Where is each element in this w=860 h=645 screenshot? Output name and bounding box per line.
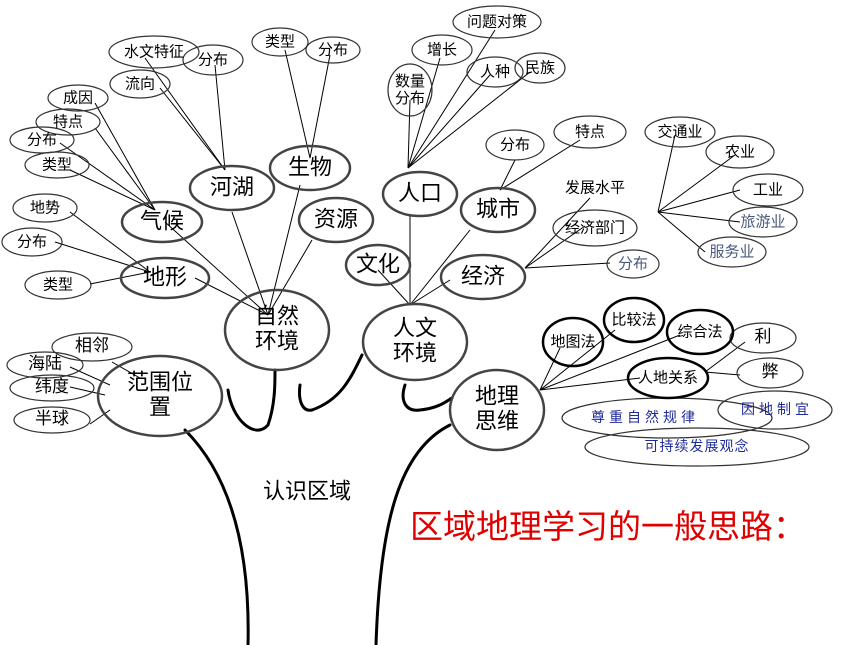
renkou-item-wenti: 问题对策	[466, 12, 528, 31]
page-title: 区域地理学习的一般思路：	[410, 507, 806, 547]
node-siwei: 地理思维	[474, 384, 519, 435]
renji-item-li: 利	[754, 327, 772, 348]
trunk-label: 认识区域	[262, 479, 352, 505]
shengwu-item-leixing: 类型	[264, 32, 296, 51]
main-ellipses	[96, 144, 546, 452]
dixing-item-leixing: 类型	[42, 275, 74, 294]
bumen-item-jiaotong: 交通业	[657, 122, 703, 141]
fanwei-item-xianglin: 相邻	[75, 336, 109, 357]
renkou-item-shuliang: 数量分布	[394, 71, 425, 107]
chengshi-item-fenbu: 分布	[499, 135, 531, 154]
jingji-item-fenbu: 分布	[617, 254, 649, 273]
siwei-item-zonghe: 综合法	[677, 322, 723, 341]
jingji-item-fazhan: 发展水平	[564, 178, 626, 197]
siwei-item-bijiao: 比较法	[611, 310, 657, 329]
node-shengwu: 生物	[287, 155, 333, 181]
node-chengshi: 城市	[475, 197, 521, 223]
node-wenhua: 文化	[355, 252, 401, 278]
hehu-item-fenbu: 分布	[197, 50, 229, 69]
bumen-item-nongye: 农业	[724, 142, 756, 161]
trunk	[183, 353, 454, 645]
bumen-item-lvyou: 旅游业	[740, 212, 786, 231]
concept-kechixu: 可持续发展观念	[644, 438, 750, 455]
jingji-item-bumen: 经济部门	[564, 218, 626, 237]
qihou-item-tedian: 特点	[52, 112, 84, 131]
shengwu-item-fenbu: 分布	[317, 40, 349, 59]
node-renwen: 人文环境	[392, 316, 437, 367]
fanwei-item-banqiu: 半球	[35, 409, 69, 430]
bumen-item-gongye: 工业	[752, 180, 784, 199]
node-hehu: 河湖	[209, 175, 255, 201]
renkou-item-renzhong: 人种	[479, 62, 511, 81]
method-ellipses	[541, 296, 735, 400]
node-jingji: 经济	[460, 264, 506, 290]
siwei-item-rendi: 人地关系	[637, 368, 699, 387]
chengshi-item-tedian: 特点	[574, 122, 606, 141]
qihou-item-chengyin: 成因	[62, 88, 94, 107]
fanwei-item-hailu: 海陆	[28, 354, 62, 375]
qihou-item-leixing: 类型	[41, 155, 73, 174]
node-qihou: 气候	[139, 209, 185, 235]
hehu-item-shuiwen: 水文特征	[123, 42, 185, 61]
qihou-item-fenbu: 分布	[26, 130, 58, 149]
node-renkou: 人口	[397, 181, 443, 207]
siwei-item-ditu: 地图法	[550, 332, 596, 351]
hehu-item-liuxiang: 流向	[124, 74, 156, 93]
bumen-item-fuwu: 服务业	[709, 242, 755, 261]
renkou-item-zengzhang: 增长	[426, 40, 458, 59]
node-ziran: 自然环境	[254, 304, 299, 355]
concept-yindi: 因地制宜	[741, 401, 813, 418]
node-ziyuan: 资源	[313, 207, 359, 233]
dixing-item-dishi: 地势	[29, 198, 61, 217]
node-fanwei: 范围位置	[126, 370, 193, 421]
dixing-item-fenbu: 分布	[16, 232, 48, 251]
renji-item-bi: 弊	[761, 362, 779, 383]
fanwei-item-weidu: 纬度	[35, 377, 69, 398]
renkou-item-minzu: 民族	[524, 58, 556, 77]
concept-zunzhong: 尊重自然规律	[591, 409, 699, 426]
node-dixing: 地形	[142, 265, 188, 291]
